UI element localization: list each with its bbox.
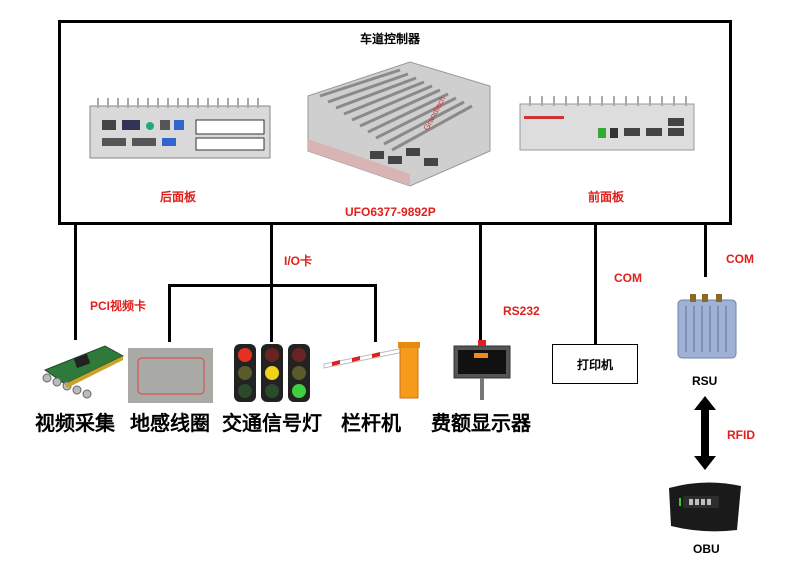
wire-io-trunk [270,225,273,285]
wire-traffic-light [270,284,273,342]
wire-fee-display [479,225,482,343]
com-rsu-label: COM [726,252,754,266]
induction-loop-image [128,348,213,403]
wire-printer [594,225,597,345]
controller-frame [58,20,732,225]
wire-loop [168,284,171,342]
controller-unit-image: Grandtech [307,61,491,187]
rear-panel-label: 后面板 [160,190,197,204]
printer-label: 打印机 [576,357,613,372]
traffic-light-image [234,344,310,402]
obu-image [669,482,741,532]
rsu-image [677,294,737,359]
wire-video [74,225,77,340]
video-capture-label: 视频采集 [35,413,115,435]
video-capture-card-image [42,345,125,399]
rs232-label: RS232 [503,304,540,318]
controller-model: UFO6377-9892P [345,205,436,219]
printer-box: 打印机 [552,344,638,384]
fee-display-image [453,340,511,400]
com-printer-label: COM [614,271,642,285]
pci-card-label: PCI视频卡 [90,299,147,313]
front-panel-image [519,96,695,151]
traffic-light-label: 交通信号灯 [222,413,322,435]
rfid-label: RFID [727,428,755,442]
wire-barrier [374,284,377,342]
barrier-gate-image [323,342,420,399]
obu-label: OBU [693,542,720,556]
rsu-label: RSU [692,374,718,388]
induction-loop-label: 地感线圈 [130,413,210,435]
io-card-label: I/O卡 [284,254,313,268]
controller-title: 车道控制器 [360,32,421,46]
wire-rsu [704,225,707,277]
rfid-double-arrow-icon [694,396,716,470]
front-panel-label: 前面板 [588,190,625,204]
fee-display-label: 费额显示器 [431,413,531,435]
barrier-gate-label: 栏杆机 [341,413,401,435]
rear-panel-image [89,98,271,159]
